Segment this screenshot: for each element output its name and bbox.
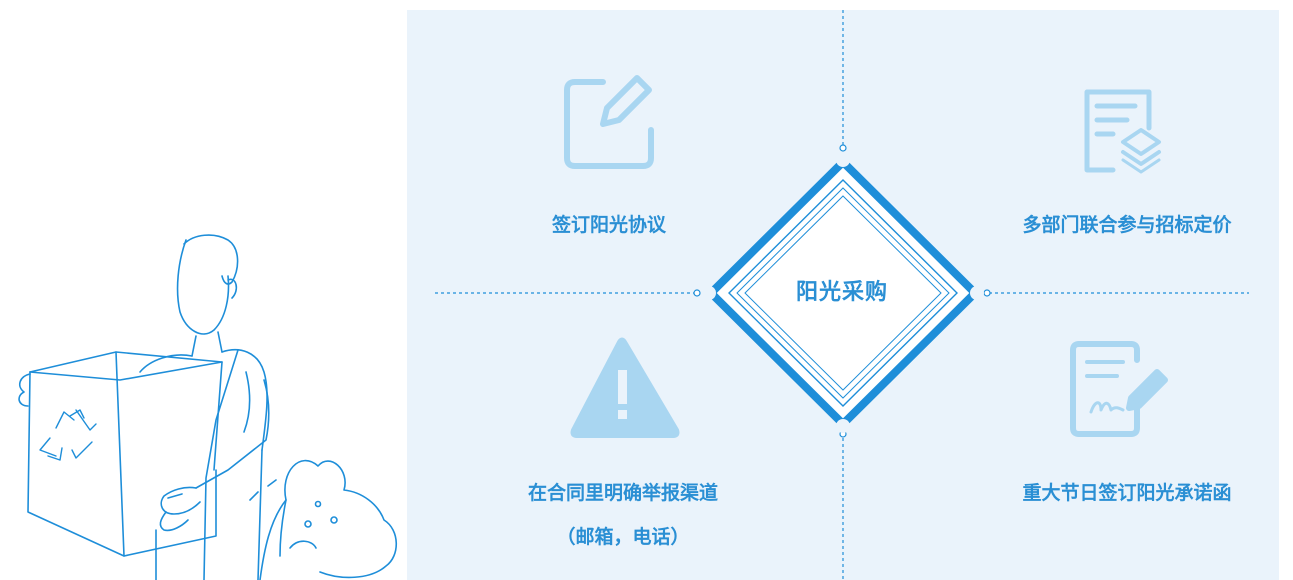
label-holiday-pledge: 重大节日签订阳光承诺函 xyxy=(1022,482,1232,504)
sunshine-procurement-panel: 阳光采购 签订阳光协议 多部门联合参与招标定价 在合同里明确举报渠道 （邮箱，电… xyxy=(407,10,1279,580)
center-title: 阳光采购 xyxy=(795,280,888,305)
axis-dot-right xyxy=(983,289,991,297)
edit-icon xyxy=(564,75,654,169)
axis-dot-top xyxy=(839,144,847,152)
document-layers-icon xyxy=(1084,89,1161,174)
label-sign-agreement: 签订阳光协议 xyxy=(551,214,666,236)
warning-icon xyxy=(570,337,680,438)
label-email-phone: （邮箱，电话） xyxy=(556,526,690,548)
person-carrying-box-illustration xyxy=(18,234,398,580)
label-reporting-channel: 在合同里明确举报渠道 xyxy=(527,482,718,504)
signed-document-icon xyxy=(1070,341,1168,437)
recycle-icon xyxy=(39,409,97,461)
label-reporting-channel-group: 在合同里明确举报渠道 （邮箱，电话） xyxy=(469,476,777,548)
diagram-canvas xyxy=(435,10,1249,580)
center-diamond xyxy=(702,153,984,433)
label-joint-bidding: 多部门联合参与招标定价 xyxy=(1022,214,1232,236)
axis-dot-left xyxy=(693,289,701,297)
